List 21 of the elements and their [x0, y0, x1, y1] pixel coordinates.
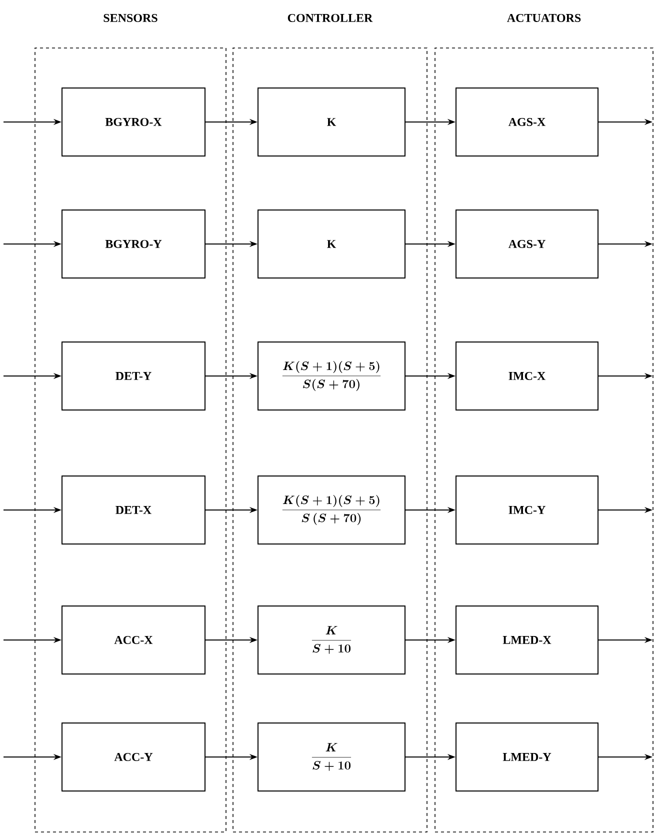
group-heading: CONTROLLER — [288, 14, 373, 22]
block-box: $\frac{K(S+1)(S+5)}{S(S+70)}$ — [258, 342, 406, 410]
block-box: $\frac{K}{S+10}$ — [258, 606, 406, 674]
block-box: K — [258, 88, 406, 156]
group-heading: SENSORS — [104, 14, 158, 22]
block-box: IMC-X — [456, 342, 598, 410]
block-box: LMED-X — [456, 606, 598, 674]
block-box: BGYRO-X — [62, 88, 206, 156]
group-heading: ACTUATORS — [507, 14, 581, 22]
block-box: BGYRO-Y — [62, 210, 206, 278]
block-box: AGS-X — [456, 88, 598, 156]
block-box: LMED-Y — [456, 722, 598, 792]
block-box: $\frac{K}{S+10}$ — [258, 722, 406, 792]
block-box: DET-Y — [62, 342, 206, 410]
block-box: K — [258, 210, 406, 278]
block-box: DET-X — [62, 476, 206, 544]
block-box: ACC-Y — [62, 722, 206, 792]
block-box: ACC-X — [62, 606, 206, 674]
block-box: IMC-Y — [456, 476, 598, 544]
block-box: $\frac{K(S+1)(S+5)}{S\,(S+70)}$ — [258, 476, 406, 544]
block-box: AGS-Y — [456, 210, 598, 278]
